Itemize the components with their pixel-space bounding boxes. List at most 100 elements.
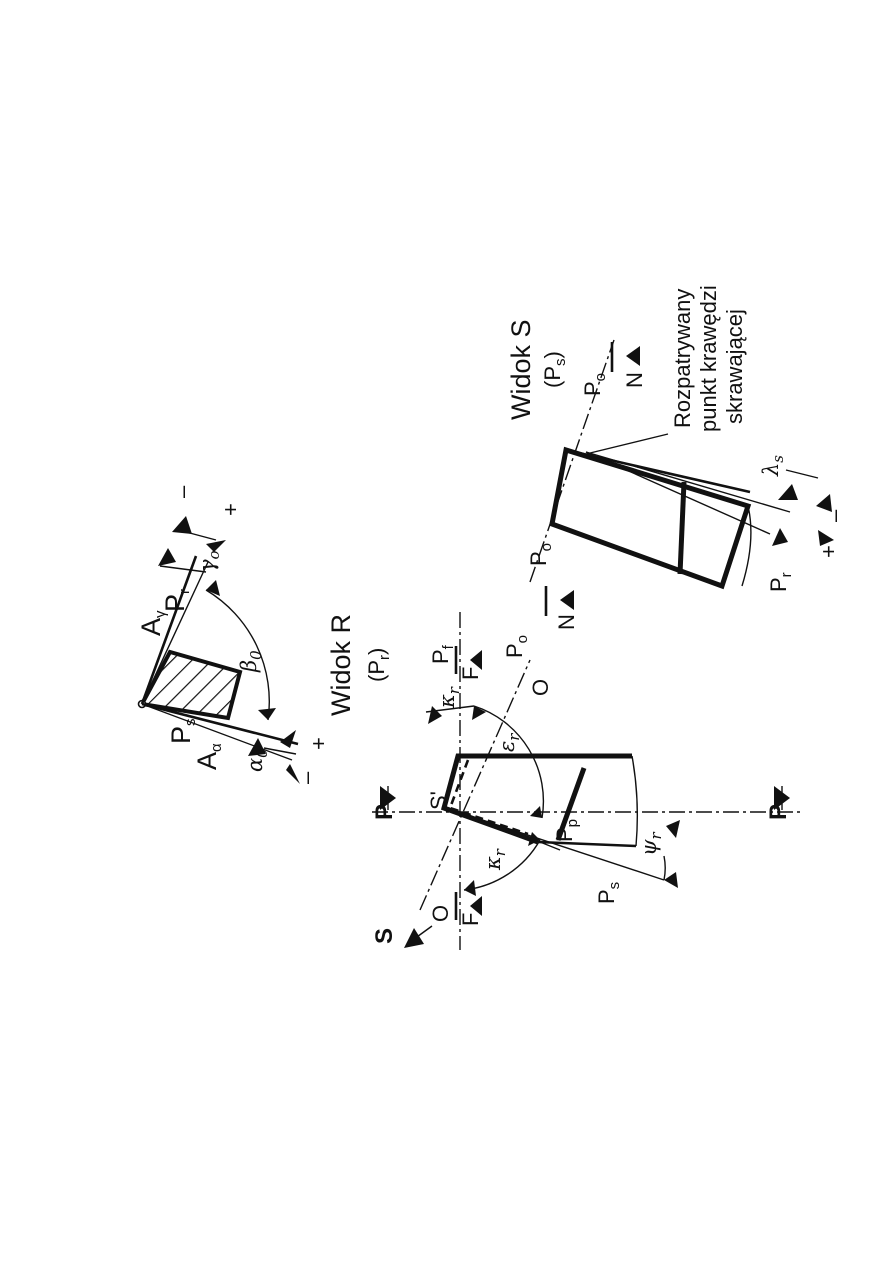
rake-line [565, 448, 751, 494]
lambda-arrow-top [778, 484, 798, 500]
label-pf: Pf [428, 644, 457, 664]
label-kappa-r-right: κr [435, 686, 463, 709]
view-r: P P S S' O O F F Pf Po Pp Ps κr κr εr ψr [371, 612, 800, 950]
wedge-section: Aγ Pr γo β0 Ps Aα α0 + – + – [136, 485, 331, 784]
p-bottom-arrow [774, 786, 790, 810]
alpha-dim [263, 747, 297, 755]
note-line-3: skrawającej [722, 309, 747, 424]
n-right-arrow [626, 346, 640, 366]
label-ps-r: Ps [594, 882, 623, 904]
pr-line-s [585, 451, 791, 513]
beta-arrow-top [206, 580, 220, 596]
alpha-arrow [248, 738, 266, 756]
kappa-arrow-b [464, 880, 476, 896]
label-psi-r: ψr [637, 832, 665, 856]
widok-r-title: Widok R [326, 614, 356, 716]
label-plus-top: + [218, 503, 243, 516]
po-axis-line [419, 659, 531, 911]
label-kappa-r-left: κr [481, 848, 509, 871]
note-leader-line [585, 433, 669, 455]
label-eps-r: εr [495, 733, 523, 752]
kappa-arrow-a [528, 832, 540, 846]
alpha-ref-line [141, 703, 293, 761]
label-o-right: O [528, 679, 553, 696]
label-ps-top: Ps [166, 718, 199, 744]
label-plus-s: + [816, 545, 841, 558]
s-minus-arrow [818, 530, 834, 546]
s-plus-arrow [816, 494, 832, 512]
label-po-left-s: Po [526, 543, 555, 566]
tool-break-line [631, 755, 639, 847]
note-line-2: punkt krawędzi [696, 285, 721, 432]
label-pp: Pp [552, 819, 581, 842]
label-f-right: F [458, 667, 483, 680]
top-arrow-plus [206, 540, 226, 552]
label-alpha-o: α0 [243, 748, 271, 772]
lambda-dim [785, 469, 819, 479]
beta-arc [205, 589, 271, 721]
widok-s-heading: Widok S (Ps) Rozpatrywany punkt krawędzi… [506, 285, 747, 455]
widok-s-plane: (Ps) [540, 351, 569, 388]
bottom-arrow-plus [280, 730, 296, 748]
tool-s-break [741, 505, 752, 587]
gamma-ref-line [141, 561, 209, 705]
gamma-dim [159, 565, 207, 573]
tool-shank-lower [537, 840, 637, 848]
label-a-gamma: Aγ [136, 610, 169, 636]
tool-inner-edge [555, 767, 587, 841]
label-plus-bottom: + [306, 737, 331, 750]
label-po-right-s: Po [580, 373, 609, 396]
label-n-right: N [622, 372, 647, 388]
n-left-arrow [560, 590, 574, 610]
eps-arc [473, 705, 545, 819]
eps-arrow [530, 806, 542, 818]
label-minus-s: – [822, 509, 847, 522]
bottom-arrow-minus [286, 764, 300, 784]
f-left-arrow [470, 896, 482, 916]
beta-arrow-bottom [258, 708, 276, 720]
f-right-arrow [470, 650, 482, 670]
label-pr-s: Pr [766, 572, 795, 592]
hatched-wedge [138, 649, 243, 721]
label-p-top: P [371, 804, 398, 820]
pp-line [539, 841, 561, 851]
label-p-bottom: P [765, 804, 792, 820]
kappa-right-arrow-2 [428, 706, 442, 724]
kappa-right-arrow [472, 706, 486, 720]
minor-dashed-outline [448, 759, 529, 836]
tool-s-outline [549, 446, 752, 590]
label-o-left: O [428, 905, 453, 922]
label-a-alpha: Aα [192, 743, 225, 770]
widok-r-heading: Widok R (Pr) [326, 614, 393, 716]
label-lambda-s: λs [759, 455, 787, 477]
psi-arrow-top [666, 820, 680, 838]
ps-line [451, 809, 665, 881]
top-arrow-minus [172, 516, 192, 534]
gamma-arrow [158, 548, 176, 566]
widok-r-plane: (Pr) [364, 648, 393, 682]
label-minus-bottom: – [294, 771, 319, 784]
label-n-left: N [554, 614, 579, 630]
tool-s-inner [677, 481, 687, 575]
label-s: S [371, 928, 398, 944]
s-arrow [404, 928, 424, 948]
ps-line [141, 702, 299, 746]
label-pr-top: Pr [160, 589, 193, 612]
pr-line [140, 555, 198, 705]
note-line-1: Rozpatrywany [670, 289, 695, 428]
lambda-ref-line [585, 451, 771, 535]
tool-body-outline [440, 753, 632, 845]
label-minus-top: – [170, 485, 195, 498]
lambda-arrow-bottom [772, 528, 788, 546]
psi-arc [663, 855, 666, 881]
psi-arrow-bottom [664, 872, 678, 888]
label-s-prime: S' [426, 791, 451, 810]
label-gamma-o: γo [195, 550, 223, 572]
po-axis-s [529, 339, 615, 583]
label-f-left: F [458, 913, 483, 926]
label-po: Po [502, 635, 531, 658]
view-s: Po Po N N Pr λs + – [526, 339, 847, 630]
label-beta-o: β0 [237, 650, 265, 673]
